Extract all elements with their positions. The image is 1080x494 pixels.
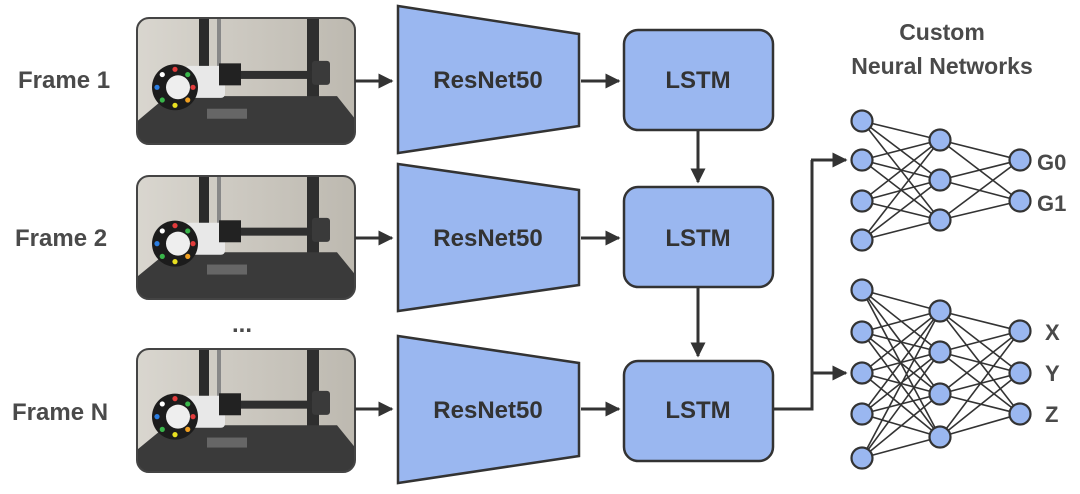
position-net-node-l0-2	[850, 361, 874, 385]
frame-label-n: Frame N	[12, 399, 108, 426]
position-net-edge-1-1-0	[939, 330, 1021, 353]
gripper-net-node-l0-3	[850, 228, 874, 252]
position-net-node-l0-0	[850, 278, 874, 302]
position-net-edge-1-2-0	[939, 330, 1021, 395]
position-net-edge-0-4-0	[861, 310, 941, 459]
frame-photo-2	[136, 175, 356, 300]
output-label-g0: G0	[1037, 150, 1066, 175]
frame-photo-1	[136, 17, 356, 145]
frame-label-1: Frame 1	[18, 67, 110, 94]
lstm-block-1	[622, 28, 775, 132]
position-net-node-l1-0	[928, 299, 952, 323]
frame-label-2: Frame 2	[15, 225, 107, 252]
gripper-net-node-l2-0	[1008, 148, 1032, 172]
gripper-net-node-l2-1	[1008, 189, 1032, 213]
position-net-edge-1-3-1	[939, 372, 1021, 438]
branch-line	[774, 160, 814, 411]
position-net-edge-1-0-0	[939, 310, 1021, 332]
position-net-edge-1-3-2	[939, 413, 1021, 438]
resnet50-label-1: ResNet50	[433, 67, 542, 94]
position-net-node-l2-2	[1008, 402, 1032, 426]
position-net-edge-0-0-0	[861, 289, 941, 312]
lstm-label-n: LSTM	[665, 397, 730, 424]
gripper-net-node-l0-0	[850, 109, 874, 133]
resnet50-label-n: ResNet50	[433, 397, 542, 424]
resnet50-label-2: ResNet50	[433, 225, 542, 252]
position-net-edge-1-3-0	[939, 330, 1021, 438]
gripper-net-edge-1-2-1	[939, 200, 1021, 221]
output-label-z: Z	[1045, 402, 1058, 427]
resnet50-block-n	[396, 334, 581, 485]
gripper-net-edge-0-3-1	[861, 179, 941, 241]
lstm-label-1: LSTM	[665, 67, 730, 94]
position-net-node-l1-1	[928, 340, 952, 364]
output-label-g1: G1	[1037, 191, 1066, 216]
gripper-net-node-l0-1	[850, 148, 874, 172]
custom-nn-title-line2: Neural Networks	[851, 53, 1033, 79]
resnet50-block-2	[396, 162, 581, 313]
gripper-net-edge-1-0-0	[939, 139, 1021, 161]
gripper-net-edge-0-2-0	[861, 139, 941, 202]
position-net-node-l2-0	[1008, 319, 1032, 343]
gripper-net-node-l1-1	[928, 168, 952, 192]
resnet50-block-1	[396, 4, 581, 155]
position-net-node-l1-3	[928, 425, 952, 449]
gripper-net-edge-1-1-0	[939, 159, 1021, 181]
lstm-block-2	[622, 185, 775, 289]
position-net-edge-0-4-2	[861, 393, 941, 459]
position-net-edge-0-3-0	[861, 310, 941, 415]
position-net-edge-0-4-1	[861, 351, 941, 459]
ellipsis: ...	[232, 311, 252, 338]
network-connections	[861, 120, 1021, 459]
custom-nn-title-line1: Custom	[899, 19, 985, 45]
gripper-net-edge-0-1-0	[861, 139, 941, 161]
position-net-node-l0-1	[850, 320, 874, 344]
gripper-net-node-l1-2	[928, 208, 952, 232]
position-net-node-l1-2	[928, 382, 952, 406]
position-net-edge-0-1-0	[861, 310, 941, 333]
gripper-net-edge-0-3-0	[861, 139, 941, 241]
position-net-node-l2-1	[1008, 361, 1032, 385]
network-nodes	[850, 109, 1032, 470]
position-net-node-l0-4	[850, 446, 874, 470]
gripper-net-node-l1-0	[928, 128, 952, 152]
gripper-net-edge-0-0-0	[861, 120, 941, 141]
lstm-block-n	[622, 359, 775, 463]
output-label-y: Y	[1045, 361, 1060, 386]
frame-photo-n	[136, 348, 356, 473]
output-label-x: X	[1045, 320, 1060, 345]
gripper-net-edge-1-2-0	[939, 159, 1021, 221]
lstm-label-2: LSTM	[665, 225, 730, 252]
gripper-net-node-l0-2	[850, 189, 874, 213]
position-net-edge-0-4-3	[861, 436, 941, 459]
position-net-node-l0-3	[850, 402, 874, 426]
position-net-edge-0-2-0	[861, 310, 941, 374]
gripper-net-edge-0-3-2	[861, 219, 941, 241]
